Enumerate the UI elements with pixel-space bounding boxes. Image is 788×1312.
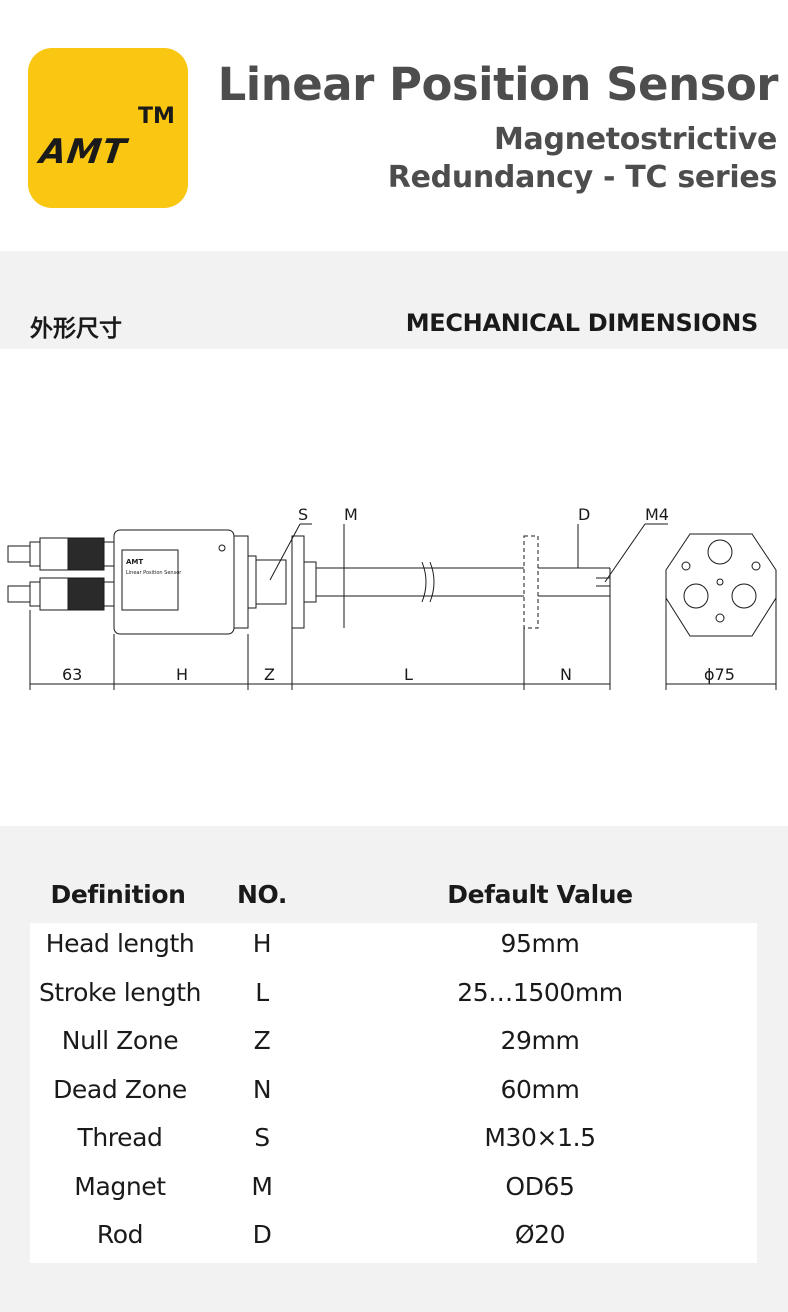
cell-value: 29mm (500, 1026, 580, 1055)
cell-value: 25…1500mm (457, 978, 623, 1007)
subtitle-technology: Magnetostrictive (493, 122, 777, 157)
table-row: Magnet M OD65 (30, 1166, 757, 1215)
head-label-title: Linear Position Sensor (126, 570, 182, 576)
mechanical-dimension-drawing: S M D M4 63 H Z L N ϕ75 AMT Linear Posit… (7, 505, 777, 690)
section-header: 外形尺寸 MECHANICAL DIMENSIONS (0, 251, 788, 349)
table-row: Head length H 95mm (30, 923, 757, 972)
dim-63: 63 (62, 665, 82, 684)
table-row: Rod D Ø20 (30, 1214, 757, 1263)
position-magnet (523, 535, 539, 629)
head-label-plate (121, 549, 179, 611)
section-title-en: MECHANICAL DIMENSIONS (405, 309, 759, 337)
magnet-m (291, 535, 305, 629)
cell-no: S (254, 1123, 270, 1152)
cell-definition: Null Zone (61, 1026, 179, 1055)
subtitle-series: Redundancy - TC series (387, 160, 778, 195)
cell-definition: Magnet (74, 1172, 166, 1201)
amt-logo: AMT TM (28, 48, 188, 208)
label-m: M (344, 505, 358, 524)
table-row: Null Zone Z 29mm (30, 1020, 757, 1069)
cell-definition: Stroke length (38, 978, 202, 1007)
label-s: S (298, 505, 308, 524)
cell-no: Z (253, 1026, 271, 1055)
dim-n: N (560, 665, 572, 684)
logo-trademark: TM (138, 104, 175, 129)
header-default-value: Default Value (447, 880, 633, 909)
cell-no: L (255, 978, 269, 1007)
cable-connector-lower (7, 577, 115, 611)
cell-definition: Dead Zone (53, 1075, 187, 1104)
cell-value: 60mm (500, 1075, 580, 1104)
dim-l: L (404, 665, 413, 684)
cell-value: M30×1.5 (484, 1123, 596, 1152)
header-no: NO. (237, 880, 287, 909)
cell-no: H (252, 929, 272, 958)
dimensions-table: Head length H 95mm Stroke length L 25…15… (30, 923, 757, 1263)
cell-definition: Head length (45, 929, 195, 958)
label-d: D (578, 505, 590, 524)
cable-connector-upper (7, 537, 115, 571)
table-row: Dead Zone N 60mm (30, 1069, 757, 1118)
table-row: Stroke length L 25…1500mm (30, 972, 757, 1021)
logo-text: AMT (37, 132, 130, 172)
dim-h: H (176, 665, 188, 684)
cell-definition: Rod (96, 1220, 144, 1249)
head-label-logo: AMT (126, 558, 143, 566)
table-row: Thread S M30×1.5 (30, 1117, 757, 1166)
section-title-cn: 外形尺寸 (30, 316, 122, 342)
thread-s (255, 559, 287, 605)
cell-value: Ø20 (514, 1220, 566, 1249)
label-m4: M4 (645, 505, 669, 524)
cell-value: OD65 (505, 1172, 575, 1201)
page-title: Linear Position Sensor (217, 58, 779, 111)
cell-definition: Thread (77, 1123, 163, 1152)
cell-no: D (252, 1220, 272, 1249)
dim-phi75: ϕ75 (704, 665, 735, 684)
cell-no: M (251, 1172, 273, 1201)
header-definition: Definition (50, 880, 186, 909)
cell-no: N (252, 1075, 272, 1104)
dim-z: Z (264, 665, 275, 684)
cell-value: 95mm (500, 929, 580, 958)
